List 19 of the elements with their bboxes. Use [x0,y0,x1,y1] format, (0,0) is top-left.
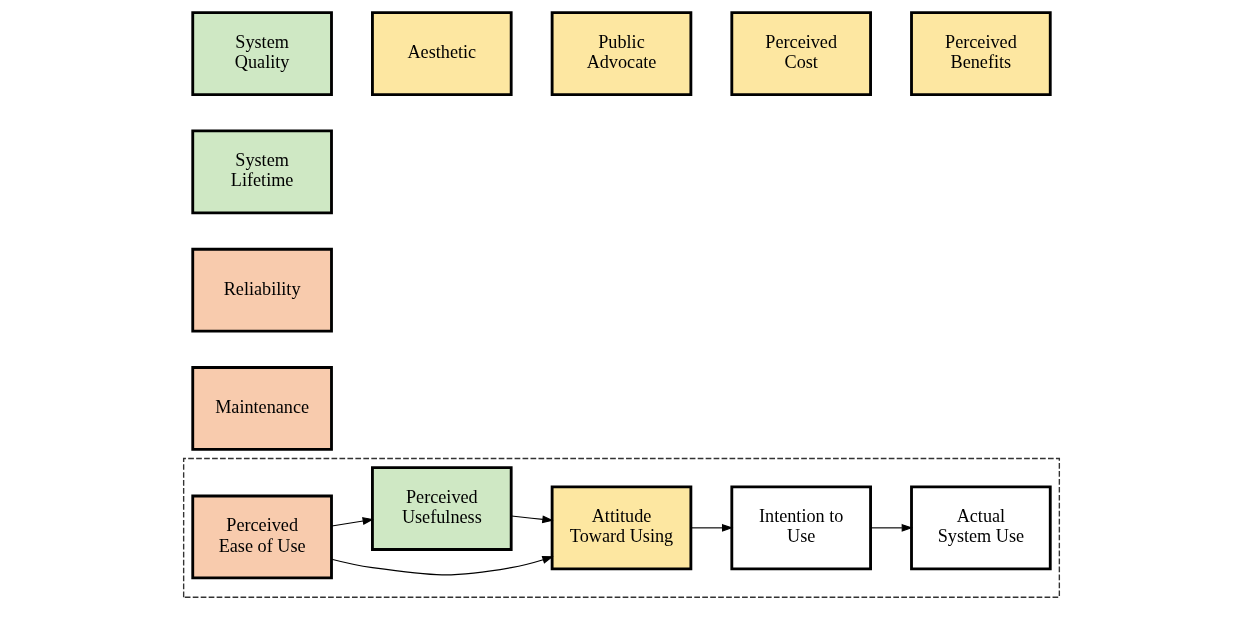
arrow [331,517,374,527]
node-box: Public Advocate [550,11,693,96]
node-box: Aesthetic [371,11,513,96]
arrow [510,515,554,524]
node-box: Perceived Benefits [910,11,1052,96]
arrow [870,523,914,532]
node-box: Intention to Use [730,485,872,571]
node-box: Perceived Ease of Use [191,494,333,580]
node-box: Actual System Use [910,485,1052,571]
node-box: System Quality [191,11,333,96]
arrow [690,523,734,532]
arrow [331,556,554,576]
node-box: System Lifetime [191,129,333,215]
node-box: Maintenance [191,366,333,451]
node-box: Attitude Toward Using [550,485,693,571]
node-box: Perceived Usefulness [371,466,513,551]
node-box: Reliability [191,247,333,333]
cluster [182,457,1061,598]
node-box: Perceived Cost [730,11,872,96]
